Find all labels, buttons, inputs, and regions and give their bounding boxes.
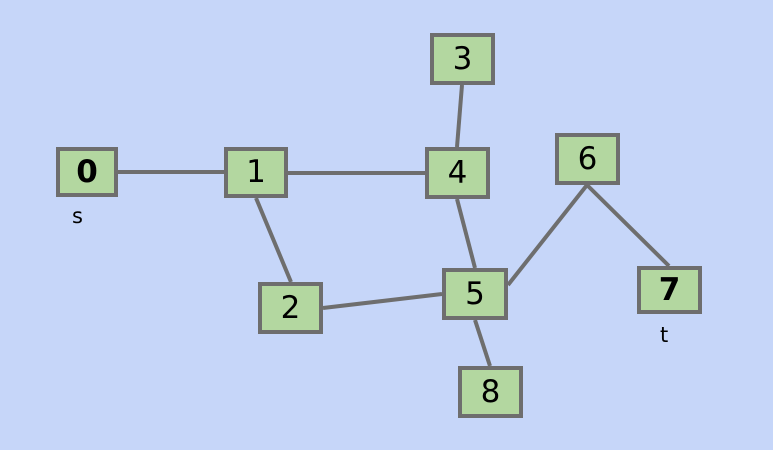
graph-edge bbox=[455, 84, 464, 148]
graph-node-label: 6 bbox=[577, 140, 598, 177]
graph-edge bbox=[506, 183, 589, 287]
graph-node-2[interactable]: 2 bbox=[258, 282, 323, 334]
graph-edge bbox=[585, 183, 671, 268]
graph-node-label: 2 bbox=[280, 289, 301, 326]
graph-node-label: 8 bbox=[480, 373, 501, 410]
graph-node-label: 0 bbox=[76, 153, 98, 190]
graph-node-5[interactable]: 5 bbox=[442, 268, 508, 320]
graph-node-6[interactable]: 6 bbox=[555, 133, 620, 185]
graph-node-7[interactable]: 7 bbox=[637, 266, 702, 314]
graph-node-label: 7 bbox=[658, 271, 681, 308]
graph-node-label: 1 bbox=[246, 154, 266, 190]
graph-node-1[interactable]: 1 bbox=[224, 147, 288, 198]
graph-node-label: 5 bbox=[465, 275, 485, 312]
graph-edge bbox=[322, 292, 443, 310]
terminal-label-s: s bbox=[72, 204, 83, 228]
graph-node-8[interactable]: 8 bbox=[458, 366, 523, 418]
terminal-label-t: t bbox=[660, 323, 669, 347]
graph-edge bbox=[473, 319, 492, 367]
graph-node-label: 3 bbox=[452, 40, 473, 77]
graph-edge bbox=[254, 197, 293, 283]
graph-node-label: 4 bbox=[447, 154, 468, 191]
graph-edge bbox=[455, 198, 477, 269]
graph-node-4[interactable]: 4 bbox=[425, 147, 490, 199]
graph-node-0[interactable]: 0 bbox=[56, 147, 118, 197]
graph-node-3[interactable]: 3 bbox=[430, 33, 495, 85]
